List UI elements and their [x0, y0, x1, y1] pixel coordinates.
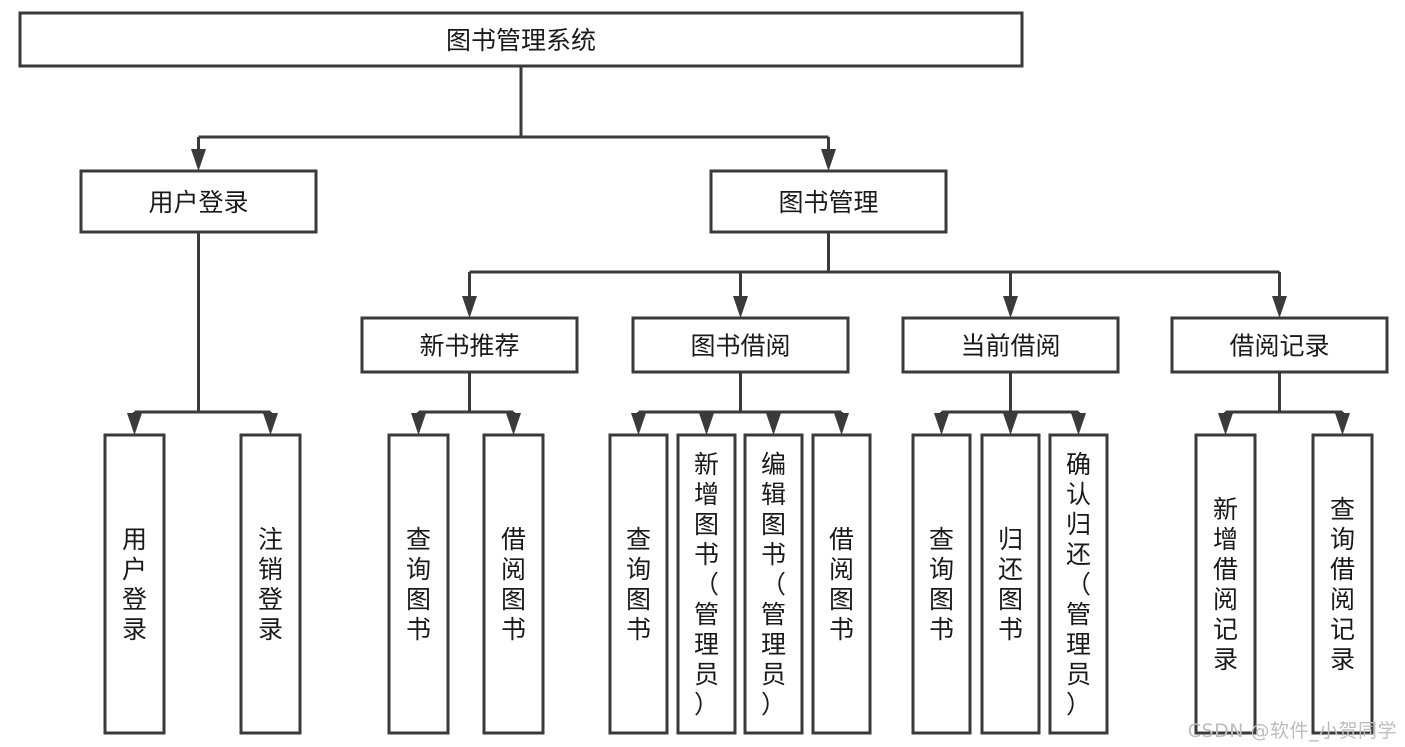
node-borrow-record[interactable]: 借阅记录 [1170, 316, 1389, 374]
node-label: 查询图书 [626, 525, 651, 644]
node-label: 查询图书 [406, 525, 431, 644]
node-label: 图书借阅 [690, 332, 790, 361]
connector-group-book-manage [462, 232, 1287, 318]
arrow-head-icon [1071, 413, 1086, 435]
node-leaf-return-book[interactable]: 归还图书 [980, 433, 1041, 735]
node-leaf-add-book[interactable]: 新增图书（管理员） [676, 433, 737, 735]
node-box[interactable] [901, 316, 1120, 374]
node-label: 图书管理系统 [446, 26, 596, 55]
node-label: 注销登录 [258, 525, 283, 644]
arrow-head-icon [631, 413, 646, 435]
node-box[interactable] [1170, 316, 1389, 374]
node-box[interactable] [239, 433, 302, 735]
node-box[interactable] [676, 433, 737, 735]
node-label: 借阅图书 [501, 525, 526, 644]
arrow-head-icon [821, 149, 836, 171]
node-box[interactable] [980, 433, 1041, 735]
node-label: 借阅图书 [829, 525, 854, 644]
node-leaf-user-login[interactable]: 用户登录 [103, 433, 166, 735]
arrow-head-icon [766, 413, 781, 435]
node-label: 编辑图书（管理员） [761, 450, 786, 719]
node-box[interactable] [743, 433, 804, 735]
connector-group-root [191, 66, 836, 171]
node-box[interactable] [631, 316, 850, 374]
node-box[interactable] [709, 169, 948, 234]
node-box[interactable] [608, 433, 669, 735]
node-box[interactable] [360, 316, 579, 374]
arrow-head-icon [506, 413, 521, 435]
connector-group-current-borrow [934, 372, 1086, 435]
node-label: 新书推荐 [419, 332, 519, 361]
node-leaf-query-book[interactable]: 查询图书 [608, 433, 669, 735]
node-label: 查询图书 [929, 525, 954, 644]
connector-group-new-book-recommend [411, 372, 521, 435]
node-leaf-query-book-cur[interactable]: 查询图书 [911, 433, 972, 735]
arrow-head-icon [1003, 296, 1018, 318]
arrow-head-icon [733, 296, 748, 318]
connector-group-book-borrow [631, 372, 849, 435]
node-label: 用户登录 [148, 188, 248, 217]
node-box[interactable] [1048, 433, 1109, 735]
arrow-head-icon [263, 413, 278, 435]
node-box[interactable] [911, 433, 972, 735]
arrow-head-icon [834, 413, 849, 435]
node-layer: 图书管理系统用户登录图书管理新书推荐图书借阅当前借阅借阅记录用户登录注销登录查询… [18, 11, 1389, 735]
node-box[interactable] [1194, 433, 1257, 735]
node-current-borrow[interactable]: 当前借阅 [901, 316, 1120, 374]
node-leaf-query-book-rec[interactable]: 查询图书 [387, 433, 450, 735]
node-new-book-recommend[interactable]: 新书推荐 [360, 316, 579, 374]
arrow-head-icon [462, 296, 477, 318]
node-user-login[interactable]: 用户登录 [79, 169, 318, 234]
node-leaf-add-record[interactable]: 新增借阅记录 [1194, 433, 1257, 735]
node-book-borrow[interactable]: 图书借阅 [631, 316, 850, 374]
arrow-head-icon [127, 413, 142, 435]
node-box[interactable] [79, 169, 318, 234]
arrow-head-icon [411, 413, 426, 435]
arrow-head-icon [699, 413, 714, 435]
node-book-manage[interactable]: 图书管理 [709, 169, 948, 234]
arrow-head-icon [1003, 413, 1018, 435]
node-leaf-borrow-book-rec[interactable]: 借阅图书 [482, 433, 545, 735]
connector-layer [127, 66, 1350, 435]
arrow-head-icon [1335, 413, 1350, 435]
node-label: 当前借阅 [960, 332, 1060, 361]
node-box[interactable] [811, 433, 872, 735]
node-label: 新增图书（管理员） [694, 450, 719, 719]
node-box[interactable] [103, 433, 166, 735]
node-box[interactable] [1311, 433, 1374, 735]
node-box[interactable] [18, 11, 1024, 68]
node-leaf-logout[interactable]: 注销登录 [239, 433, 302, 735]
node-label: 新增借阅记录 [1213, 495, 1238, 674]
node-label: 借阅记录 [1229, 332, 1329, 361]
arrow-head-icon [1218, 413, 1233, 435]
node-leaf-borrow-book[interactable]: 借阅图书 [811, 433, 872, 735]
node-label: 用户登录 [122, 525, 147, 644]
watermark-label: CSDN @软件_小贺同学 [1187, 720, 1397, 742]
arrow-head-icon [1272, 296, 1287, 318]
node-label: 查询借阅记录 [1330, 495, 1355, 674]
node-label: 确认归还（管理员） [1066, 450, 1091, 719]
node-leaf-query-record[interactable]: 查询借阅记录 [1311, 433, 1374, 735]
connector-group-user-login [127, 232, 278, 435]
node-leaf-confirm-return[interactable]: 确认归还（管理员） [1048, 433, 1109, 735]
node-box[interactable] [482, 433, 545, 735]
node-box[interactable] [387, 433, 450, 735]
connector-group-borrow-record [1218, 372, 1350, 435]
arrow-head-icon [191, 149, 206, 171]
node-label: 归还图书 [998, 525, 1023, 644]
node-root[interactable]: 图书管理系统 [18, 11, 1024, 68]
node-label: 图书管理 [778, 188, 878, 217]
node-leaf-edit-book[interactable]: 编辑图书（管理员） [743, 433, 804, 735]
arrow-head-icon [934, 413, 949, 435]
